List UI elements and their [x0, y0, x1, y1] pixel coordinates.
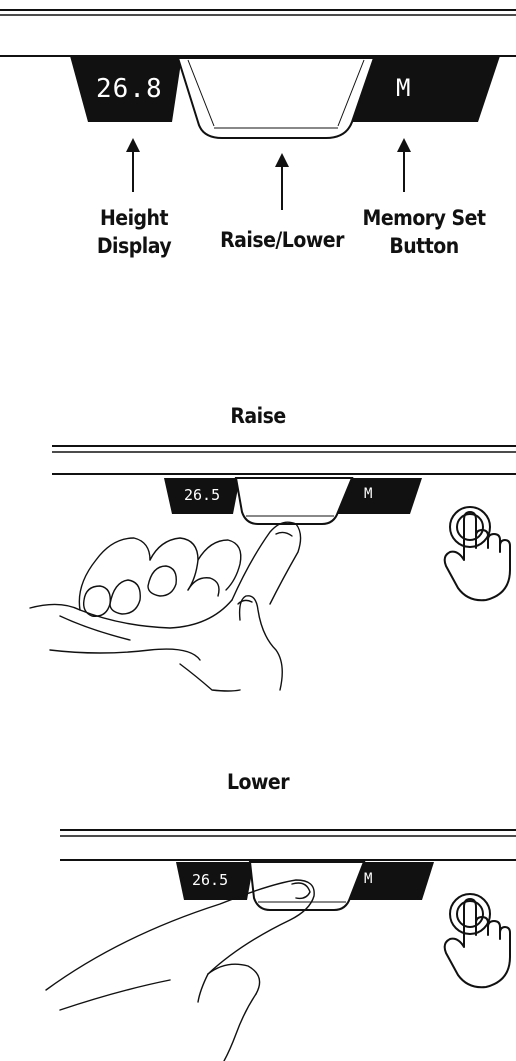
height-display-value: 26.5 [184, 486, 221, 504]
memory-button [348, 862, 434, 900]
tap-gesture-icon [443, 506, 511, 602]
desk-edge-top [0, 9, 516, 57]
raise-lower-paddle [176, 57, 376, 139]
desk-edge-lower [60, 829, 516, 861]
height-display-value: 26.5 [192, 871, 229, 889]
control-panel-raise [164, 477, 422, 525]
memory-button [336, 478, 422, 514]
raise-heading: Raise [230, 404, 286, 428]
height-display-callout: Height Display [88, 204, 180, 260]
callout-line: Display [96, 234, 172, 258]
tap-gesture-icon [443, 893, 511, 989]
height-display-value: 26.8 [96, 74, 163, 104]
memory-button-label[interactable]: M [396, 74, 411, 102]
raise-lower-callout: Raise/Lower [220, 228, 344, 252]
control-panel-top [70, 56, 500, 139]
memory-button-label[interactable]: M [364, 871, 373, 887]
height-display-screen [164, 478, 240, 514]
hand-pressing-icon [29, 521, 302, 692]
raise-lower-paddle [234, 477, 354, 525]
callout-line: Memory Set [362, 206, 486, 230]
lower-heading: Lower [226, 770, 290, 794]
desk-edge-raise [52, 445, 516, 475]
memory-set-callout: Memory Set Button [360, 204, 488, 260]
hand-pressing-icon [45, 879, 315, 1061]
height-display-screen [70, 56, 182, 122]
arrow-up-icon [397, 138, 411, 192]
memory-button-label[interactable]: M [364, 486, 373, 502]
height-display-screen [176, 862, 254, 900]
callout-line: Height [99, 206, 169, 230]
arrow-up-icon [275, 153, 289, 210]
callout-line: Button [389, 234, 459, 258]
arrow-up-icon [126, 138, 140, 192]
memory-button [352, 56, 500, 122]
